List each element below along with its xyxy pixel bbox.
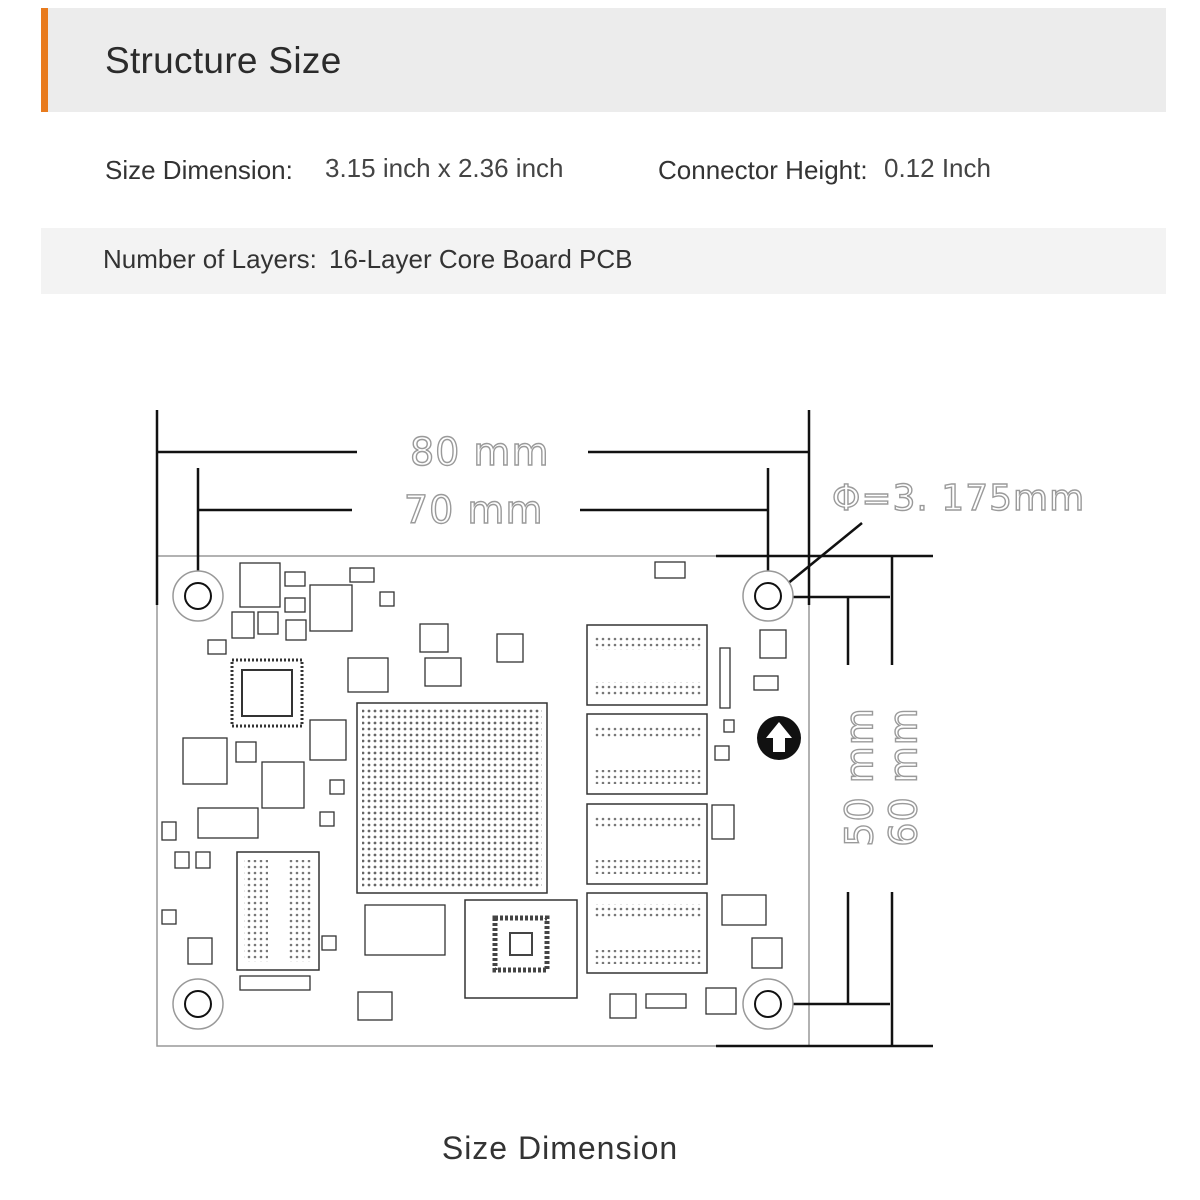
mounting-holes (172, 570, 794, 1030)
diagram-caption: Size Dimension (441, 1130, 679, 1166)
width-outer-label: 80 mm (409, 429, 550, 474)
layers-value: 16-Layer Core Board PCB (329, 244, 633, 274)
width-inner-label: 70 mm (403, 487, 544, 532)
accent-bar (41, 8, 48, 112)
spec-row-layers: Number of Layers: 16-Layer Core Board PC… (41, 228, 1166, 294)
height-outer-label: 60 mm (881, 707, 926, 848)
small-components (161, 561, 787, 1021)
memory-chips (586, 624, 708, 974)
section-header: Structure Size (41, 8, 1166, 112)
orientation-arrow-icon (757, 716, 801, 760)
layers-label: Number of Layers: (103, 244, 317, 274)
pmic-chip (230, 658, 304, 728)
section-title: Structure Size (105, 40, 342, 81)
size-dimension-value: 3.15 inch x 2.36 inch (325, 153, 564, 183)
connector-height-value: 0.12 Inch (884, 153, 991, 183)
spec-row-size: Size Dimension: 3.15 inch x 2.36 inch Co… (41, 140, 1166, 210)
size-dimension-label: Size Dimension: (105, 155, 293, 185)
dimension-lines (155, 410, 933, 1048)
emmc-chip (464, 899, 578, 999)
height-inner-label: 50 mm (837, 707, 882, 848)
main-bga-chip (356, 702, 548, 894)
hole-diameter-label: Φ=3. 175mm (831, 477, 1086, 519)
lower-left-chip (236, 851, 320, 971)
connector-height-label: Connector Height: (658, 155, 868, 185)
